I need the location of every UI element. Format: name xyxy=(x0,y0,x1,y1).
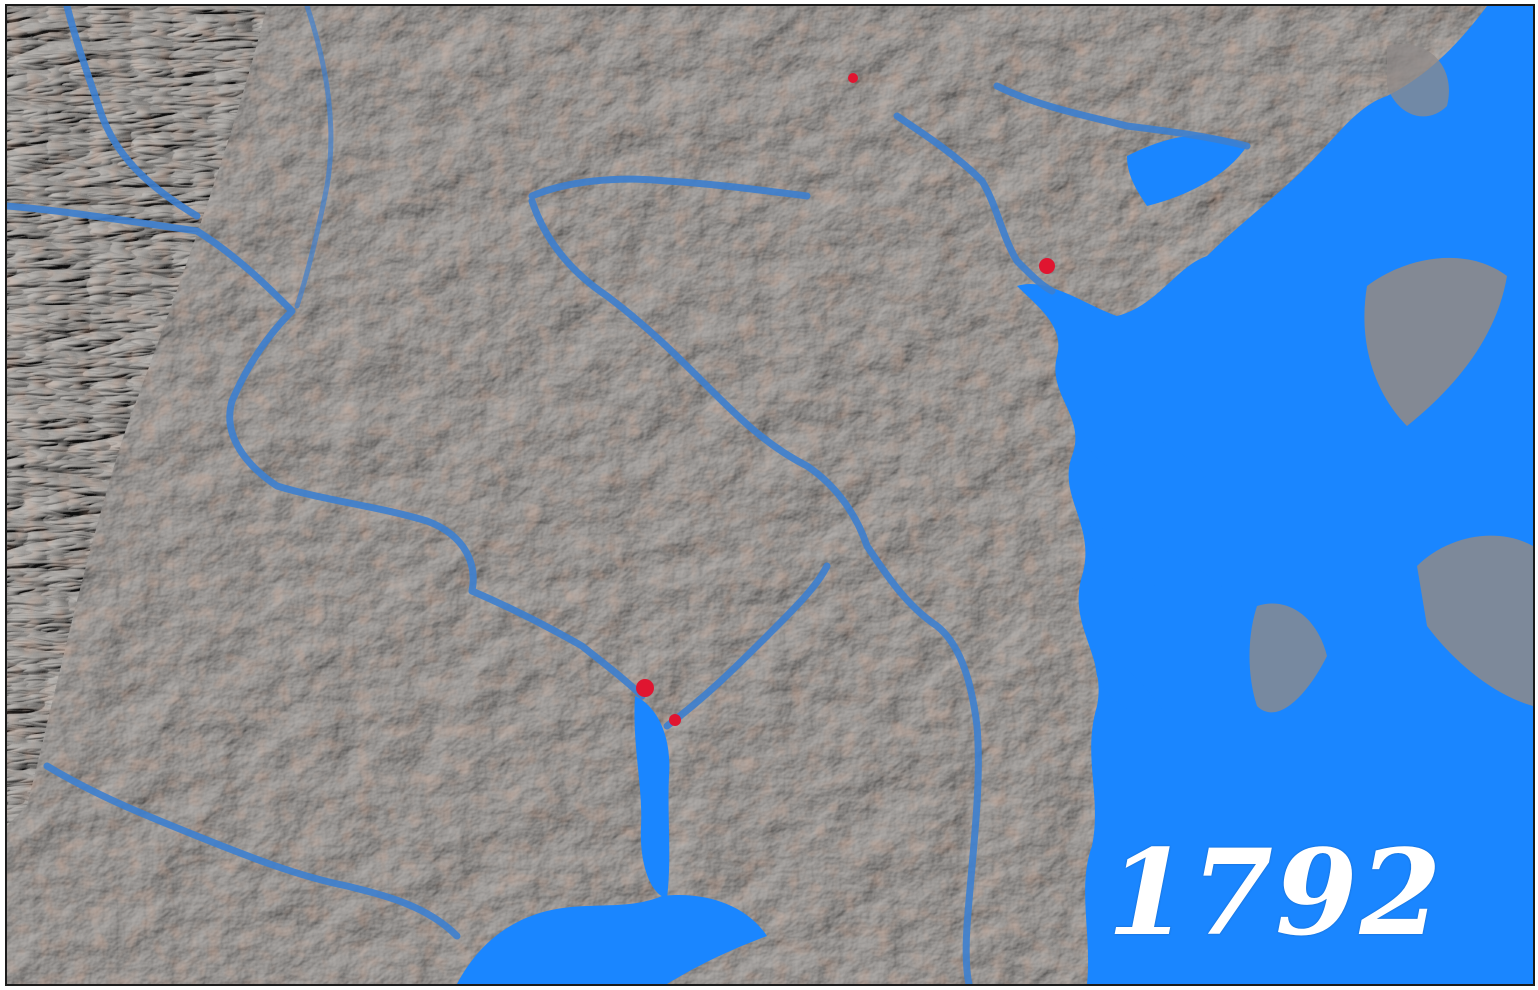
settlement-dot-icon xyxy=(848,73,858,83)
river-east-1 xyxy=(528,197,982,984)
inlet-north xyxy=(1127,135,1247,206)
inlet-west-2 xyxy=(1087,526,1222,593)
river-east-2 xyxy=(893,112,1056,295)
river-south-tributary xyxy=(663,562,831,730)
bay-island-3 xyxy=(1249,603,1327,713)
river-mouth-lake xyxy=(634,696,670,898)
river-northeast xyxy=(993,82,1251,150)
bay-island-4 xyxy=(1387,44,1449,117)
bay-water xyxy=(1017,6,1533,984)
bay-island-1 xyxy=(1364,257,1507,426)
river-ridge xyxy=(294,6,334,309)
settlement-dot-icon xyxy=(669,714,681,726)
river-north xyxy=(528,175,811,200)
estuary-south xyxy=(457,895,767,984)
river-southwest xyxy=(43,762,461,940)
inlet-west-1 xyxy=(1082,425,1207,481)
settlement-dot-icon xyxy=(636,679,654,697)
map-canvas xyxy=(7,6,1533,984)
river-west-north xyxy=(63,6,201,220)
settlements xyxy=(636,73,1055,726)
river-main xyxy=(7,202,646,700)
inlet-west-3 xyxy=(1092,646,1167,717)
bay-island-2 xyxy=(1417,535,1533,706)
settlement-dot-icon xyxy=(1039,258,1055,274)
year-label: 1792 xyxy=(1107,823,1444,962)
shaded-relief-map: 1792 xyxy=(5,4,1535,986)
river-network xyxy=(7,6,1251,984)
